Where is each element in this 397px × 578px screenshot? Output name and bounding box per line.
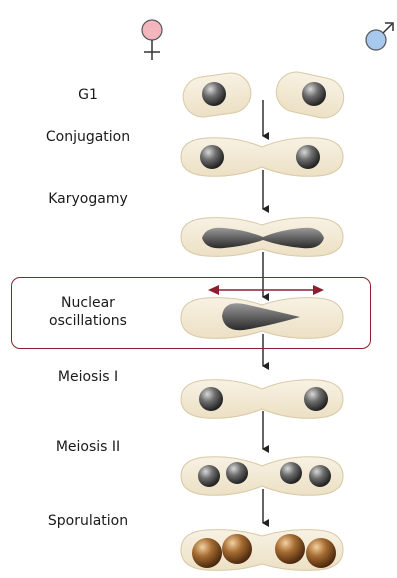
conjugation-cell bbox=[181, 138, 343, 177]
label-sporulation: Sporulation bbox=[38, 512, 138, 530]
sporulation-cell bbox=[181, 530, 343, 571]
female-symbol-icon bbox=[142, 20, 162, 60]
label-nuclear-oscillations: Nuclear oscillations bbox=[38, 294, 138, 330]
label-conjugation: Conjugation bbox=[38, 128, 138, 146]
g1-nucleus-left bbox=[202, 82, 226, 106]
conjugation-nucleus-right bbox=[296, 145, 320, 169]
label-meiosis-2: Meiosis II bbox=[38, 438, 138, 456]
conjugation-nucleus-left bbox=[200, 145, 224, 169]
label-meiosis-1: Meiosis I bbox=[38, 368, 138, 386]
meiosis-2-cell bbox=[181, 457, 343, 496]
label-g1: G1 bbox=[60, 86, 116, 104]
g1-nucleus-right bbox=[302, 82, 326, 106]
male-symbol-icon bbox=[366, 23, 393, 50]
label-karyogamy: Karyogamy bbox=[38, 190, 138, 208]
karyogamy-cell bbox=[181, 218, 343, 257]
meiosis-1-cell bbox=[181, 380, 343, 419]
g1-cells bbox=[181, 68, 348, 121]
